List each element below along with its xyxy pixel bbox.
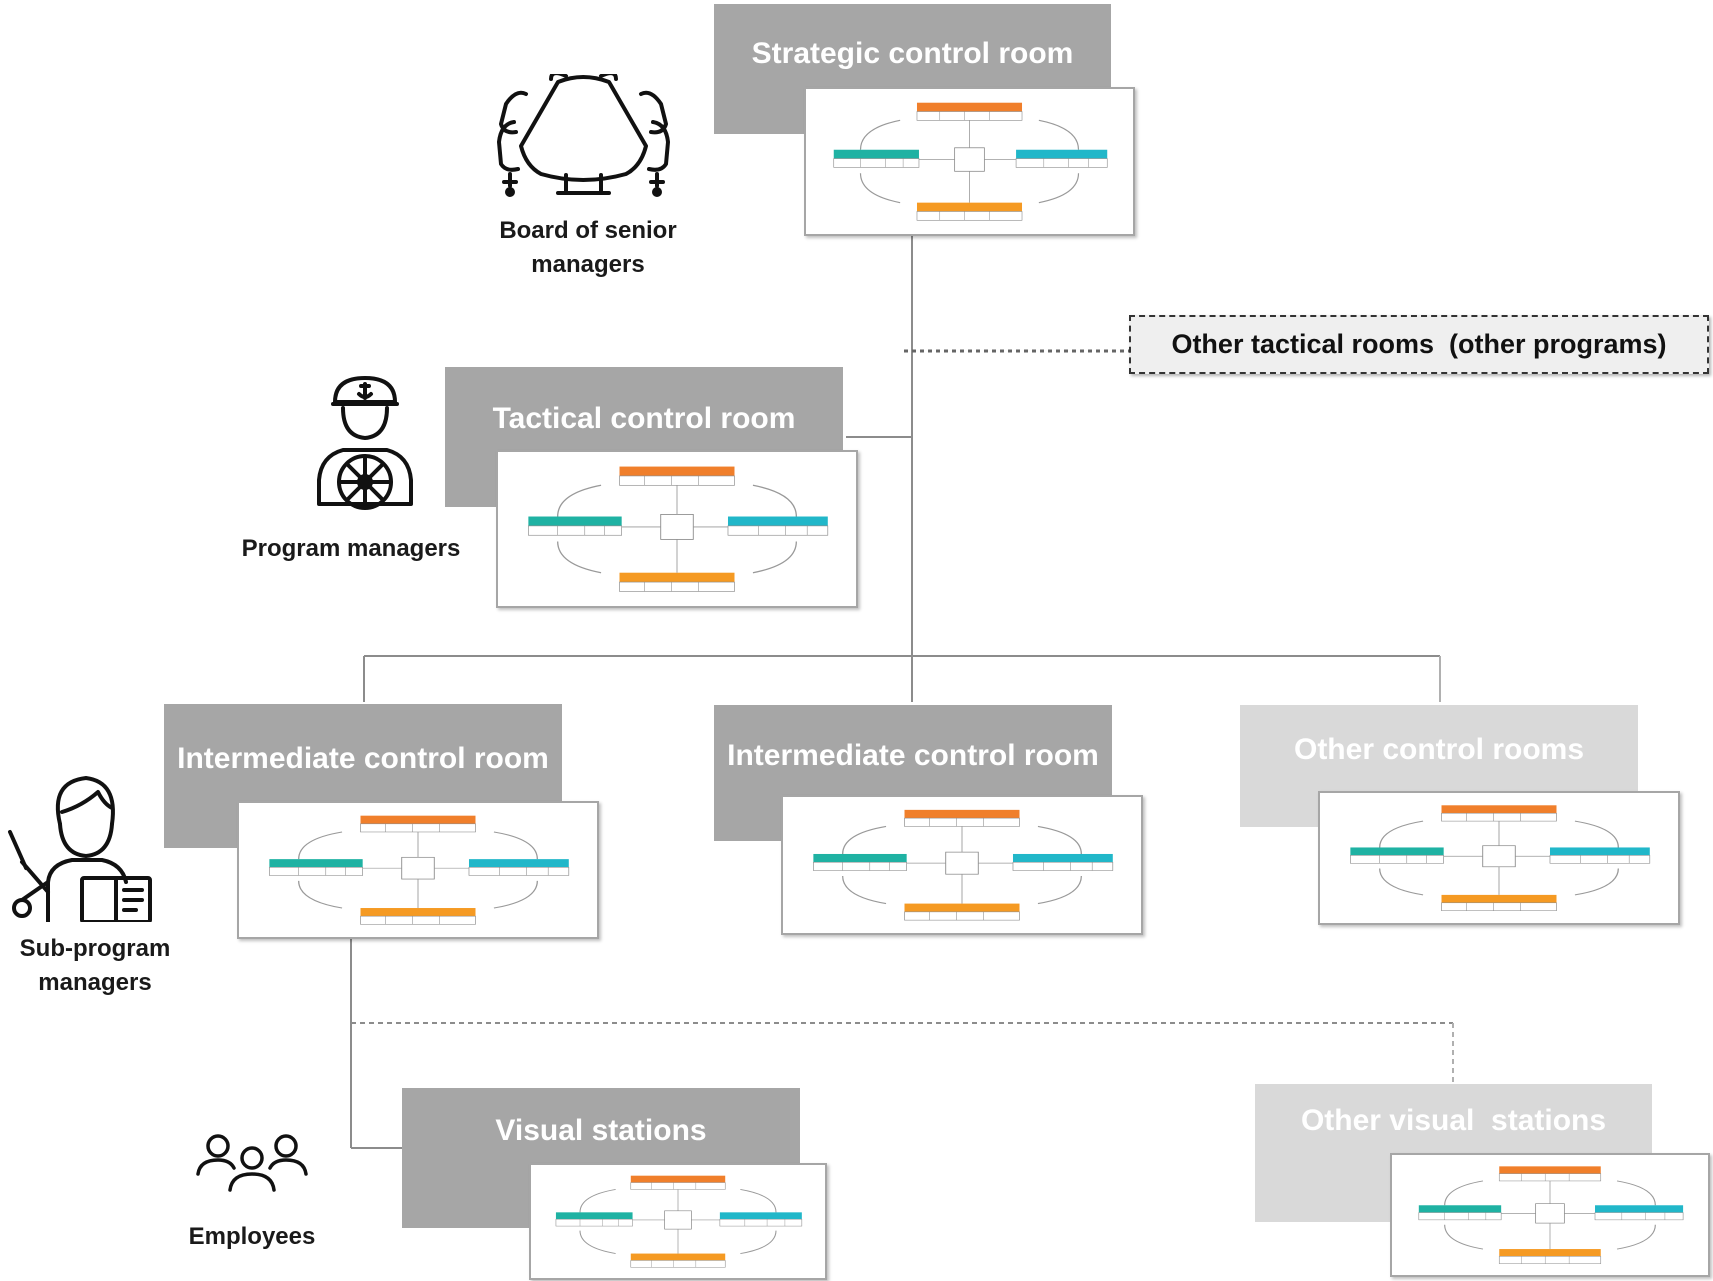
strategic-room-title: Strategic control room (751, 37, 1074, 70)
employees-text: Employees (188, 1223, 316, 1250)
intermediate-room-1-title: Intermediate control room (177, 742, 549, 775)
tactical-room-title: Tactical control room (492, 402, 796, 435)
strategic-room-thumbnail (804, 87, 1135, 236)
program-managers-label: Program managers (222, 532, 480, 566)
other-control-rooms-title: Other control rooms (1293, 733, 1585, 766)
sub-program-label-line-1: Sub-program (19, 935, 171, 962)
sub-program-managers-label: Sub-program managers (0, 932, 190, 1000)
conference-table-icon (497, 74, 670, 197)
tactical-room-thumbnail (496, 450, 858, 608)
intermediate-room-1-thumbnail (237, 801, 599, 939)
visual-stations-thumbnail (529, 1163, 827, 1280)
captain-icon (317, 376, 413, 510)
other-tactical-rooms-callout: Other tactical rooms (other programs) (1129, 315, 1709, 374)
other-control-rooms-thumbnail (1318, 791, 1680, 925)
teacher-icon (8, 776, 152, 922)
group-icon (196, 1134, 308, 1192)
intermediate-room-2-thumbnail (781, 795, 1143, 935)
other-visual-stations-thumbnail (1390, 1153, 1710, 1277)
program-managers-text: Program managers (241, 535, 461, 562)
board-label: Board of senior managers (478, 214, 698, 282)
board-label-line-1: Board of senior (499, 217, 677, 244)
board-label-line-2: managers (531, 251, 645, 278)
other-visual-stations-title: Other visual stations (1300, 1104, 1607, 1137)
employees-label: Employees (168, 1220, 336, 1254)
other-tactical-rooms-label: Other tactical rooms (other programs) (1171, 329, 1667, 359)
sub-program-label-line-2: managers (38, 969, 152, 996)
intermediate-room-2-title: Intermediate control room (727, 739, 1099, 772)
visual-stations-title: Visual stations (495, 1114, 707, 1147)
